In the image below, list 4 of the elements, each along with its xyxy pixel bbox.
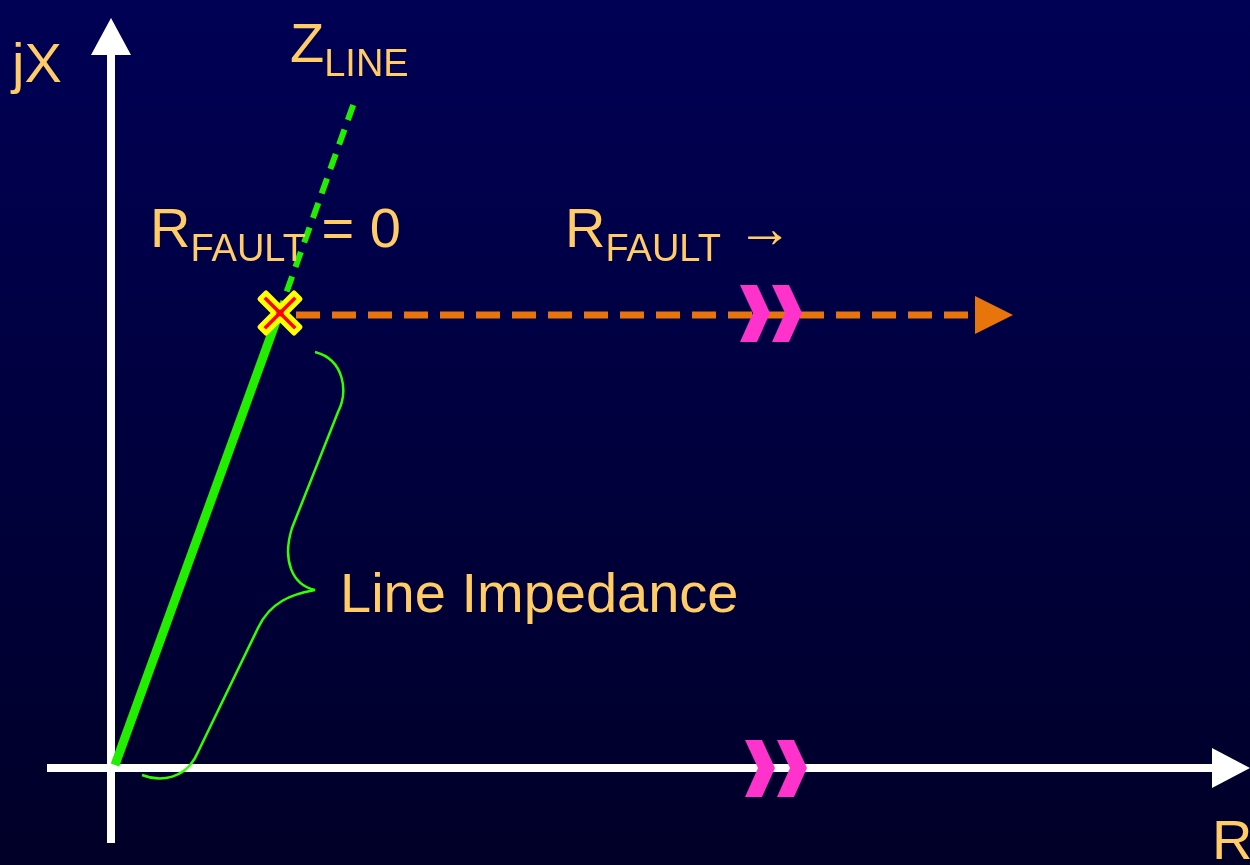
axis-label: R (1212, 812, 1250, 865)
annotation-text: R$_{FAULT}$ = 0 (150, 200, 401, 267)
annotation-text: R$_{FAULT}$ → (565, 200, 793, 267)
line-label: Z$_{LINE}$ (290, 15, 409, 82)
